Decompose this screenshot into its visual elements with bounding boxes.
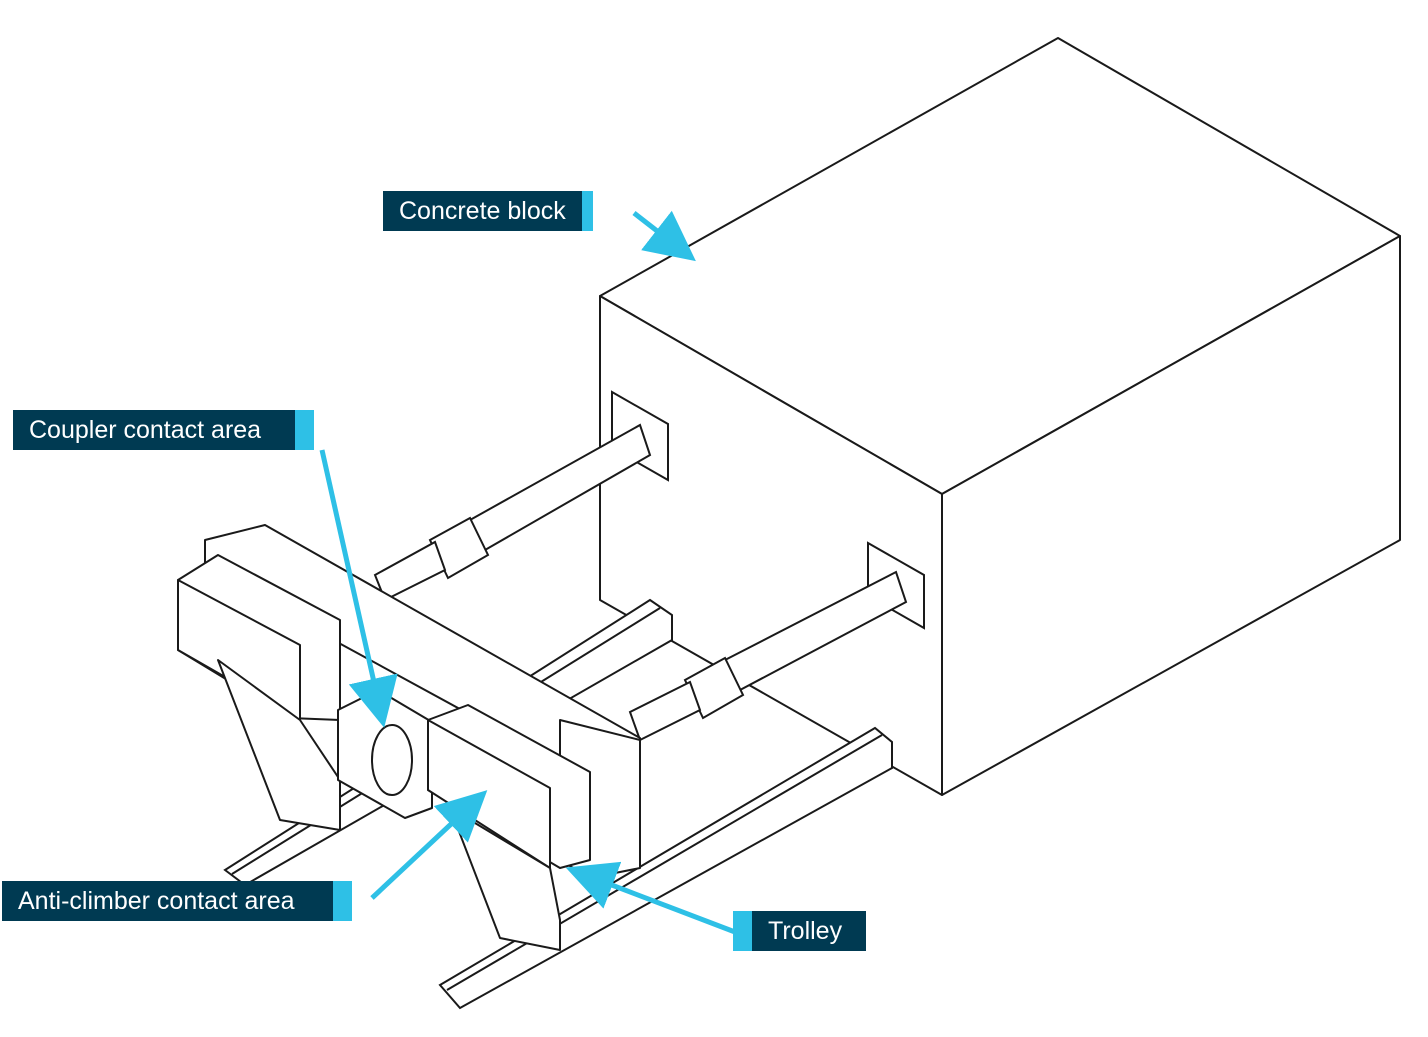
rail-right-groove — [446, 734, 883, 991]
label-concrete-block-tab — [581, 191, 593, 231]
label-coupler-contact-area-text: Coupler contact area — [13, 410, 296, 450]
trolley-arrow — [565, 861, 736, 935]
concrete-block — [599, 37, 1401, 796]
label-trolley-text: Trolley — [752, 911, 867, 951]
label-anti-climber-contact-area-text: Anti-climber contact area — [2, 881, 333, 921]
label-anti-climber-contact-area: Anti-climber contact area — [2, 881, 352, 921]
buffer-lower — [628, 541, 925, 742]
label-coupler-contact-area: Coupler contact area — [13, 410, 315, 450]
coupler-contact-arrow — [319, 449, 398, 728]
anti-climber-contact-arrow — [370, 790, 488, 900]
right-hopper — [449, 807, 561, 951]
coupler-opening — [371, 724, 413, 796]
label-concrete-block-text: Concrete block — [383, 191, 582, 231]
concrete-block-arrow — [632, 210, 696, 262]
label-anti-climber-contact-area-tab — [332, 881, 352, 921]
headstock-frame — [177, 524, 641, 951]
label-concrete-block: Concrete block — [383, 191, 593, 231]
buffer-upper-plunger — [373, 540, 447, 602]
label-trolley: Trolley — [733, 911, 867, 951]
left-hopper — [217, 659, 341, 831]
label-coupler-contact-area-tab — [295, 410, 315, 450]
buffer-upper — [373, 390, 669, 602]
callout-arrows — [319, 210, 736, 935]
buffer-lower-plunger — [628, 680, 702, 742]
block-side-face — [941, 235, 1401, 796]
label-trolley-tab — [733, 911, 752, 951]
